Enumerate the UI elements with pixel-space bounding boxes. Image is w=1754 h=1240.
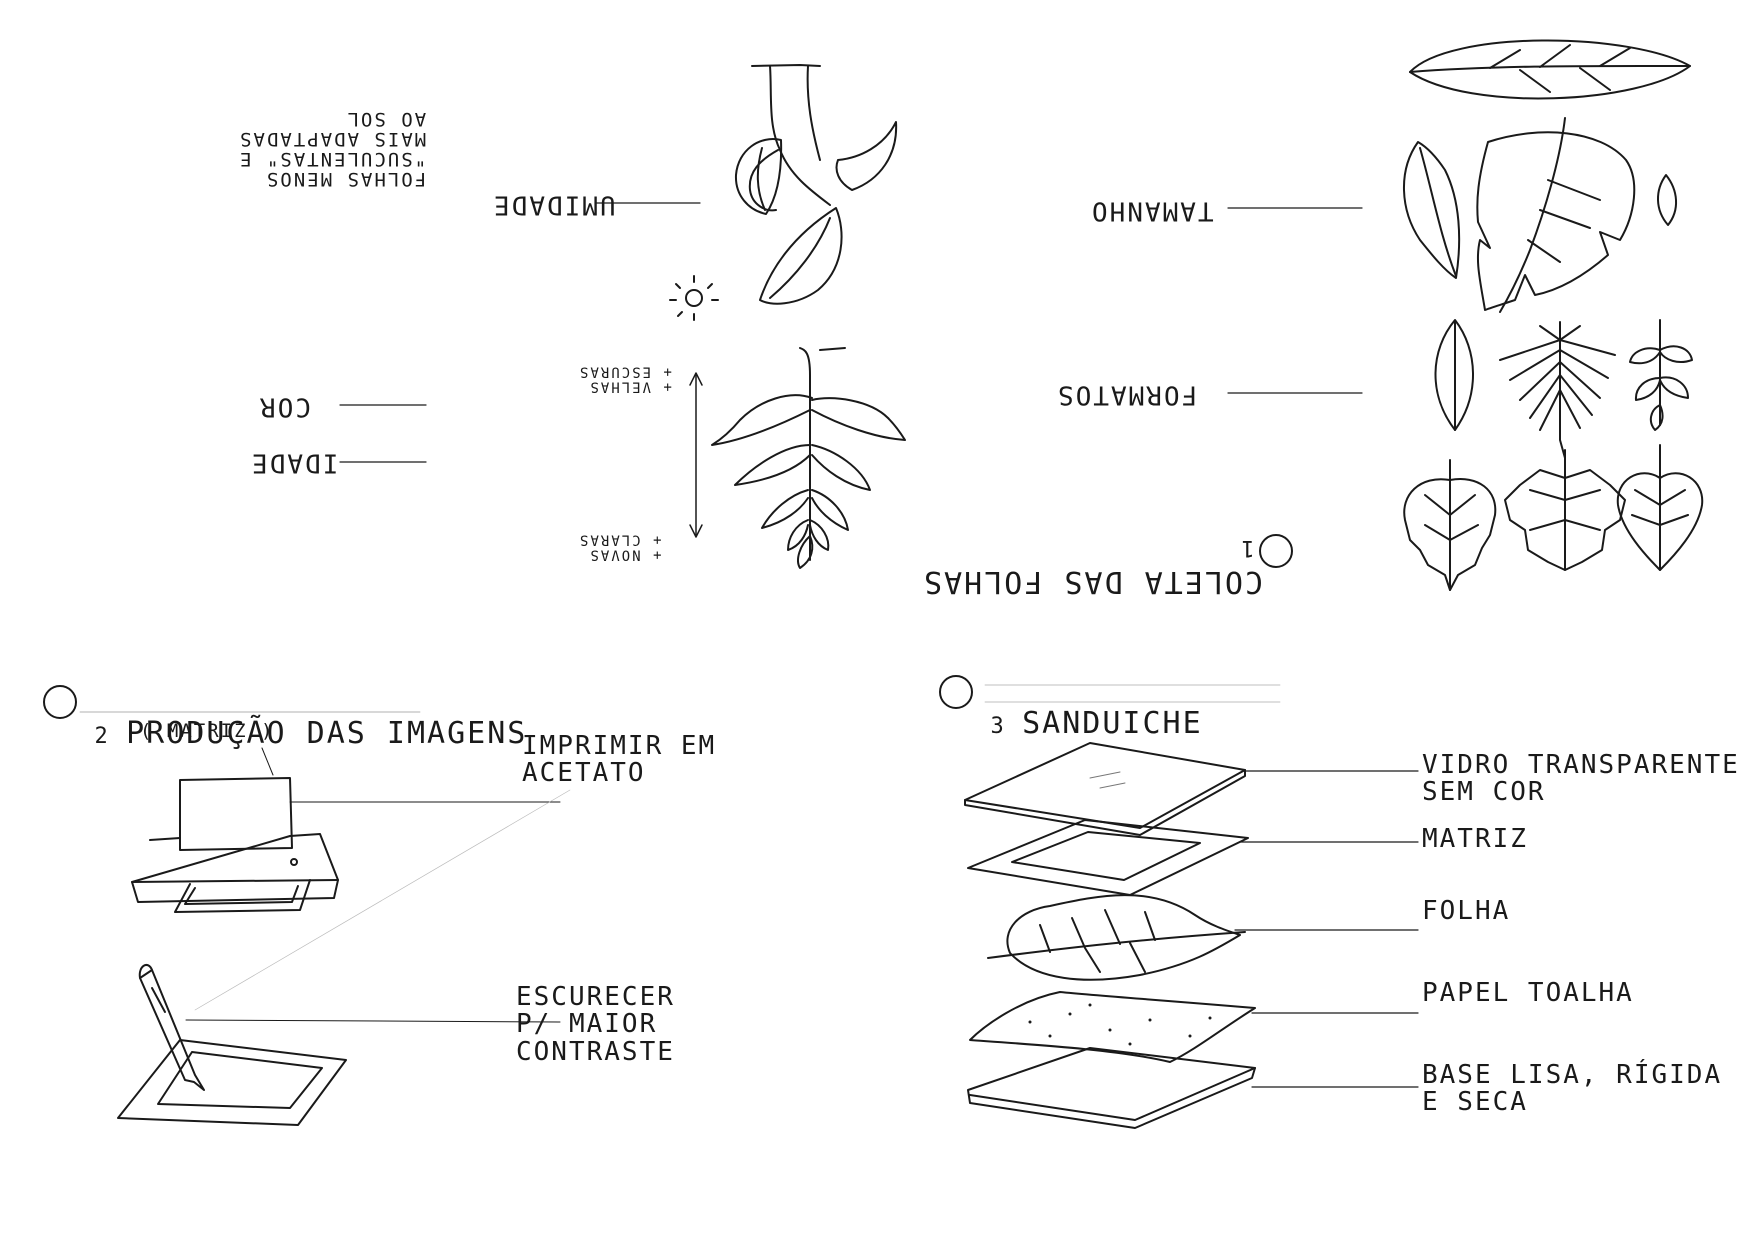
sun-icon	[670, 276, 718, 320]
label-imprimir-acetato: IMPRIMIR EM ACETATO	[522, 733, 716, 788]
age-arrow	[690, 373, 702, 537]
growing-plant-drawing	[712, 348, 905, 568]
label-umidade-note: FOLHAS MENOS "SUCULENTAS" E MAIS ADAPTAD…	[238, 108, 426, 188]
section3-number: 3	[982, 712, 1012, 742]
section1-title-text: COLETA DAS FOLHAS	[922, 565, 1263, 600]
base-layer	[968, 1048, 1255, 1128]
layer-label-base: BASE LISA, RÍGIDA E SECA	[1422, 1062, 1722, 1117]
label-idade: IDADE	[250, 448, 338, 475]
glass-layer	[965, 743, 1245, 835]
label-formatos: FORMATOS	[1056, 380, 1197, 407]
label-escurecer-contraste: ESCURECER P/ MAIOR CONTRASTE	[516, 984, 675, 1066]
layer-label-folha: FOLHA	[1422, 898, 1510, 925]
label-tamanho: TAMANHO	[1090, 196, 1214, 223]
section3-title-text: SANDUICHE	[1022, 706, 1203, 741]
label-cor: COR	[258, 392, 311, 419]
label-umidade: UMIDADE	[492, 190, 616, 217]
layer-label-matriz: MATRIZ	[1422, 826, 1528, 853]
section3-title: 3 SANDUICHE	[942, 676, 1203, 742]
leaf-catalog	[1404, 40, 1702, 590]
tablet-pencil-icon	[118, 965, 346, 1125]
matrix-layer	[968, 820, 1248, 895]
hanging-plant-drawing	[736, 65, 896, 304]
layer-label-papel-toalha: PAPEL TOALHA	[1422, 980, 1634, 1007]
label-novas-claras: + NOVAS + CLARAS	[578, 532, 661, 561]
leaf-layer	[988, 895, 1245, 980]
label-velhas-escuras: + VELHAS + ESCURAS	[578, 364, 672, 393]
section1-title: COLETA DAS FOLHAS 1	[922, 532, 1303, 629]
section2-number: 2	[86, 722, 116, 752]
layer-label-vidro: VIDRO TRANSPARENTE SEM COR	[1422, 752, 1740, 807]
section1-number: 1	[1233, 532, 1263, 562]
section2-title: 2PRODUÇÃO DAS IMAGENS	[46, 686, 527, 752]
section2-subtitle: ( MATRIZ )	[140, 722, 274, 742]
paper-towel-dots	[1029, 1004, 1212, 1046]
printer-icon	[132, 778, 338, 912]
